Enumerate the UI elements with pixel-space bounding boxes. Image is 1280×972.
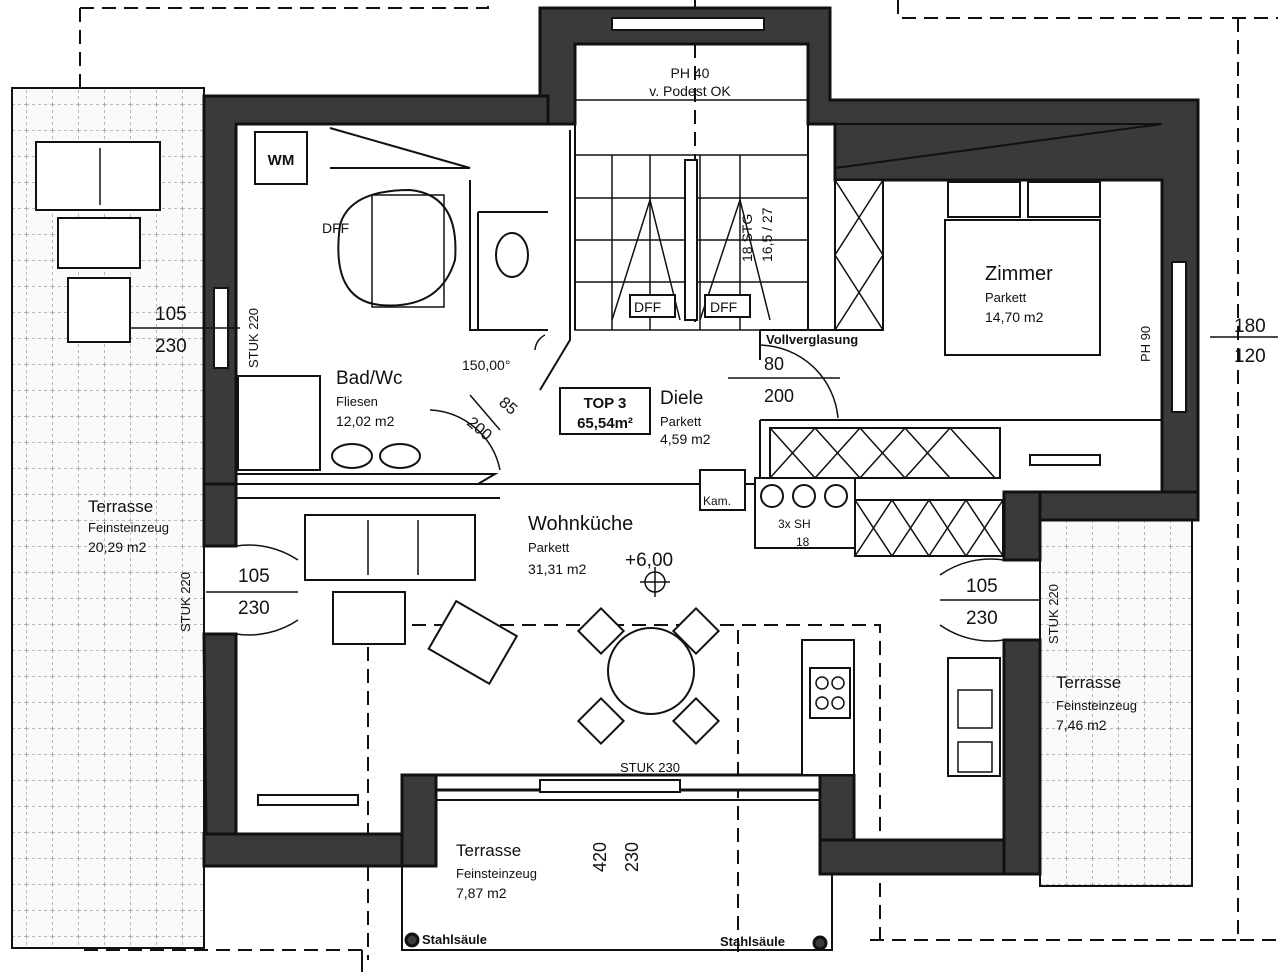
room-area-zimmer: 14,70 m2 <box>985 309 1044 325</box>
angle-label: 150,00° <box>462 357 510 373</box>
dim-120: 120 <box>1234 346 1266 367</box>
chimney <box>699 469 746 511</box>
shower <box>237 375 321 471</box>
living-kitchen-furniture <box>304 469 1004 777</box>
top-unit-line1: TOP 3 <box>584 395 627 412</box>
room-name-diele: Diele <box>660 388 703 409</box>
kitchen-cabinets <box>854 499 1004 557</box>
stair-podest-label: v. Podest OK <box>649 83 731 99</box>
sink <box>379 443 421 469</box>
room-floor-terrasse-east: Feinsteinzeug <box>1056 698 1137 713</box>
stahlsaeule-left: Stahlsäule <box>422 932 487 947</box>
room-floor-wohnkueche: Parkett <box>528 540 570 555</box>
sink <box>331 443 373 469</box>
stove <box>809 667 851 719</box>
room-area-terrasse-west: 20,29 m2 <box>88 539 147 555</box>
armchair <box>427 599 519 686</box>
dim-420: 420 <box>590 842 610 872</box>
terrace-east <box>1039 519 1193 887</box>
room-name-zimmer: Zimmer <box>985 263 1053 285</box>
dff-label-stair-2: DFF <box>710 299 737 315</box>
room-area-wohnkueche: 31,31 m2 <box>528 561 587 577</box>
stair-ph-label: PH 40 <box>671 65 710 81</box>
room-area-terrasse-east: 7,46 m2 <box>1056 717 1107 733</box>
terrace-furniture <box>35 141 161 343</box>
sh-size-label: 18 <box>796 535 810 549</box>
stair-steps-label: 18 STG <box>739 214 755 262</box>
dim-85: 85 <box>495 394 520 419</box>
room-name-bad: Bad/Wc <box>336 368 403 389</box>
dim-80: 80 <box>764 354 784 374</box>
dim-230-south: 230 <box>622 842 642 872</box>
staircase <box>574 99 809 331</box>
top-unit-line2: 65,54m² <box>577 415 633 432</box>
dim-200-diele: 200 <box>764 386 794 406</box>
room-name-wohnkueche: Wohnküche <box>528 513 633 535</box>
vollverglasung-label: Vollverglasung <box>766 332 858 347</box>
door-swings <box>235 334 1005 642</box>
room-floor-terrasse-south: Feinsteinzeug <box>456 866 537 881</box>
room-name-terrasse-west: Terrasse <box>88 497 153 516</box>
windows <box>213 17 1187 951</box>
top-unit-box <box>559 387 651 435</box>
dim-230-west: 230 <box>155 336 187 357</box>
dim-180: 180 <box>1234 316 1266 337</box>
room-floor-diele: Parkett <box>660 414 702 429</box>
dim-230-east: 230 <box>966 608 998 629</box>
stuk-230-label: STUK 230 <box>620 760 680 775</box>
sh-count-label: 3x SH <box>778 517 811 531</box>
room-name-terrasse-south: Terrasse <box>456 841 521 860</box>
dim-105-west: 105 <box>155 304 187 325</box>
dim-230-door-west: 230 <box>238 598 270 619</box>
bathtub <box>337 188 457 307</box>
kam-label: Kam. <box>703 494 731 508</box>
dff-label-stair-1: DFF <box>634 299 661 315</box>
wardrobe <box>834 179 884 331</box>
room-area-terrasse-south: 7,87 m2 <box>456 885 507 901</box>
side-table <box>332 591 406 645</box>
wardrobe-long <box>769 427 1001 479</box>
room-name-terrasse-east: Terrasse <box>1056 673 1121 692</box>
level-mark: +6,00 <box>625 550 673 571</box>
sofa <box>304 514 476 581</box>
room-floor-bad: Fliesen <box>336 394 378 409</box>
wm-label: WM <box>268 152 295 169</box>
washing-machine <box>254 131 308 185</box>
toilet <box>495 232 529 278</box>
stahlsaeule-right: Stahlsäule <box>720 934 785 949</box>
stair-ratio-label: 16,5 / 27 <box>759 207 775 262</box>
ph-90-label: PH 90 <box>1138 326 1153 362</box>
stuk-220-west: STUK 220 <box>178 572 193 632</box>
room-floor-terrasse-west: Feinsteinzeug <box>88 520 169 535</box>
room-floor-zimmer: Parkett <box>985 290 1027 305</box>
stuk-220-east: STUK 220 <box>1046 584 1061 644</box>
dim-105-door-west: 105 <box>238 566 270 587</box>
bed <box>944 219 1101 356</box>
bathroom-fixtures <box>237 131 529 471</box>
dimension-lines <box>130 327 1278 601</box>
dining-table <box>607 627 695 715</box>
bedroom-furniture <box>769 179 1101 480</box>
dff-label-bath: DFF <box>322 220 349 236</box>
room-area-bad: 12,02 m2 <box>336 413 395 429</box>
stuk-220-bath: STUK 220 <box>246 308 261 368</box>
room-area-diele: 4,59 m2 <box>660 431 711 447</box>
dim-105-east: 105 <box>966 576 998 597</box>
